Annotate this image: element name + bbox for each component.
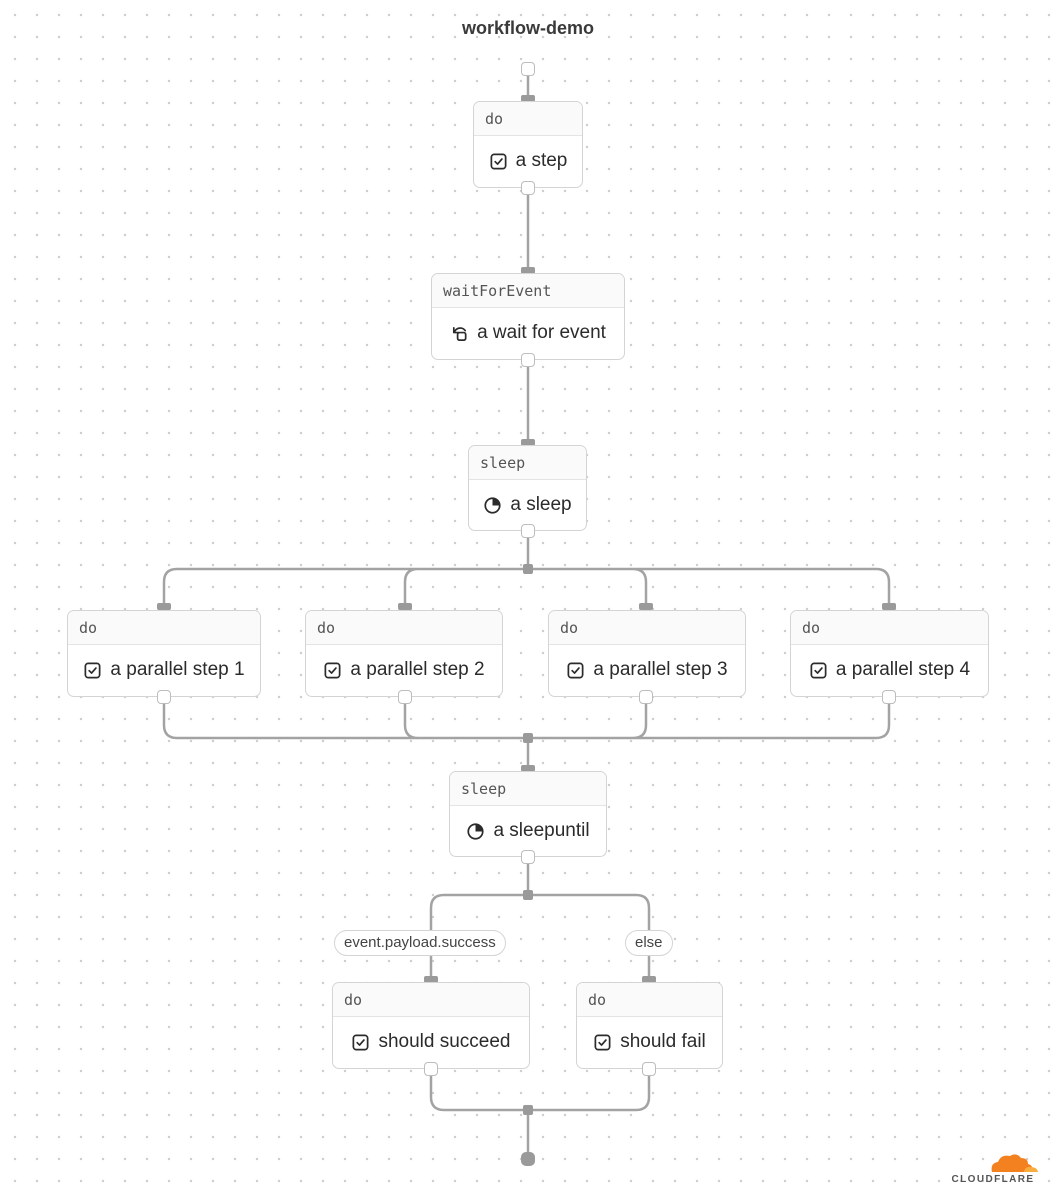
check-square-icon: [593, 1033, 612, 1052]
check-square-icon: [566, 661, 585, 680]
node-a-sleep[interactable]: sleep a sleep: [468, 445, 587, 531]
branch-else-label: else: [625, 930, 673, 956]
edge-merge: [429, 1069, 651, 1112]
branch-junction: [523, 890, 533, 900]
target-handle-sleepuntil: [521, 765, 535, 772]
node-label: should fail: [620, 1031, 706, 1052]
target-handle-wait: [521, 267, 535, 274]
target-handle-sleep: [521, 439, 535, 446]
check-square-icon: [351, 1033, 370, 1052]
edge-join: [162, 697, 891, 740]
rotate-arrow-icon: [450, 324, 469, 343]
target-handle-p4: [882, 603, 896, 610]
edge-fork: [162, 567, 891, 606]
node-type-label: do: [549, 611, 745, 645]
node-a-wait-for-event[interactable]: waitForEvent a wait for event: [431, 273, 625, 360]
node-type-label: do: [791, 611, 988, 645]
node-label: should succeed: [378, 1031, 511, 1052]
source-handle-p1[interactable]: [157, 690, 171, 704]
target-handle-p3: [639, 603, 653, 610]
target-handle-p1: [157, 603, 171, 610]
source-handle-sleep[interactable]: [521, 524, 535, 538]
source-handle-wait[interactable]: [521, 353, 535, 367]
node-label: a parallel step 2: [350, 659, 485, 680]
check-square-icon: [489, 152, 508, 171]
source-handle-p2[interactable]: [398, 690, 412, 704]
end-node: [521, 1152, 535, 1166]
node-type-label: do: [68, 611, 260, 645]
workflow-title: workflow-demo: [461, 18, 594, 38]
source-handle-succeed[interactable]: [424, 1062, 438, 1076]
node-parallel-step-3[interactable]: do a parallel step 3: [548, 610, 746, 697]
source-handle-step[interactable]: [521, 181, 535, 195]
node-parallel-step-4[interactable]: do a parallel step 4: [790, 610, 989, 697]
node-label: a sleepuntil: [493, 820, 590, 841]
source-handle-fail[interactable]: [642, 1062, 656, 1076]
node-label: a sleep: [510, 494, 572, 515]
cloud-icon: [991, 1154, 1038, 1172]
source-handle-p4[interactable]: [882, 690, 896, 704]
node-label: a parallel step 1: [110, 659, 245, 680]
merge-junction: [523, 1105, 533, 1115]
node-label: a wait for event: [477, 322, 606, 343]
start-node[interactable]: [521, 62, 535, 76]
node-type-label: sleep: [450, 772, 606, 806]
clock-pie-icon: [483, 496, 502, 515]
node-type-label: waitForEvent: [432, 274, 624, 308]
join-junction: [523, 733, 533, 743]
node-label: a parallel step 4: [835, 659, 971, 680]
source-handle-p3[interactable]: [639, 690, 653, 704]
node-type-label: sleep: [469, 446, 586, 480]
fork-junction: [523, 564, 533, 574]
node-type-label: do: [333, 983, 529, 1017]
node-label: a step: [515, 150, 568, 171]
node-a-sleepuntil[interactable]: sleep a sleepuntil: [449, 771, 607, 857]
node-parallel-step-1[interactable]: do a parallel step 1: [67, 610, 261, 697]
check-square-icon: [323, 661, 342, 680]
source-handle-sleepuntil[interactable]: [521, 850, 535, 864]
clock-pie-icon: [466, 822, 485, 841]
target-handle-step: [521, 95, 535, 102]
node-should-succeed[interactable]: do should succeed: [332, 982, 530, 1069]
edge-branch: [429, 893, 651, 980]
target-handle-fail: [642, 976, 656, 983]
target-handle-p2: [398, 603, 412, 610]
node-should-fail[interactable]: do should fail: [576, 982, 723, 1069]
target-handle-succeed: [424, 976, 438, 983]
node-type-label: do: [306, 611, 502, 645]
branch-condition-label: event.payload.success: [334, 930, 506, 956]
node-parallel-step-2[interactable]: do a parallel step 2: [305, 610, 503, 697]
node-type-label: do: [474, 102, 582, 136]
node-label: a parallel step 3: [593, 659, 728, 680]
logo-wordmark: CLOUDFLARE: [951, 1174, 1035, 1185]
check-square-icon: [83, 661, 102, 680]
check-square-icon: [809, 661, 828, 680]
node-a-step[interactable]: do a step: [473, 101, 583, 188]
node-type-label: do: [577, 983, 722, 1017]
cloudflare-logo: CLOUDFLARE: [946, 1150, 1040, 1190]
